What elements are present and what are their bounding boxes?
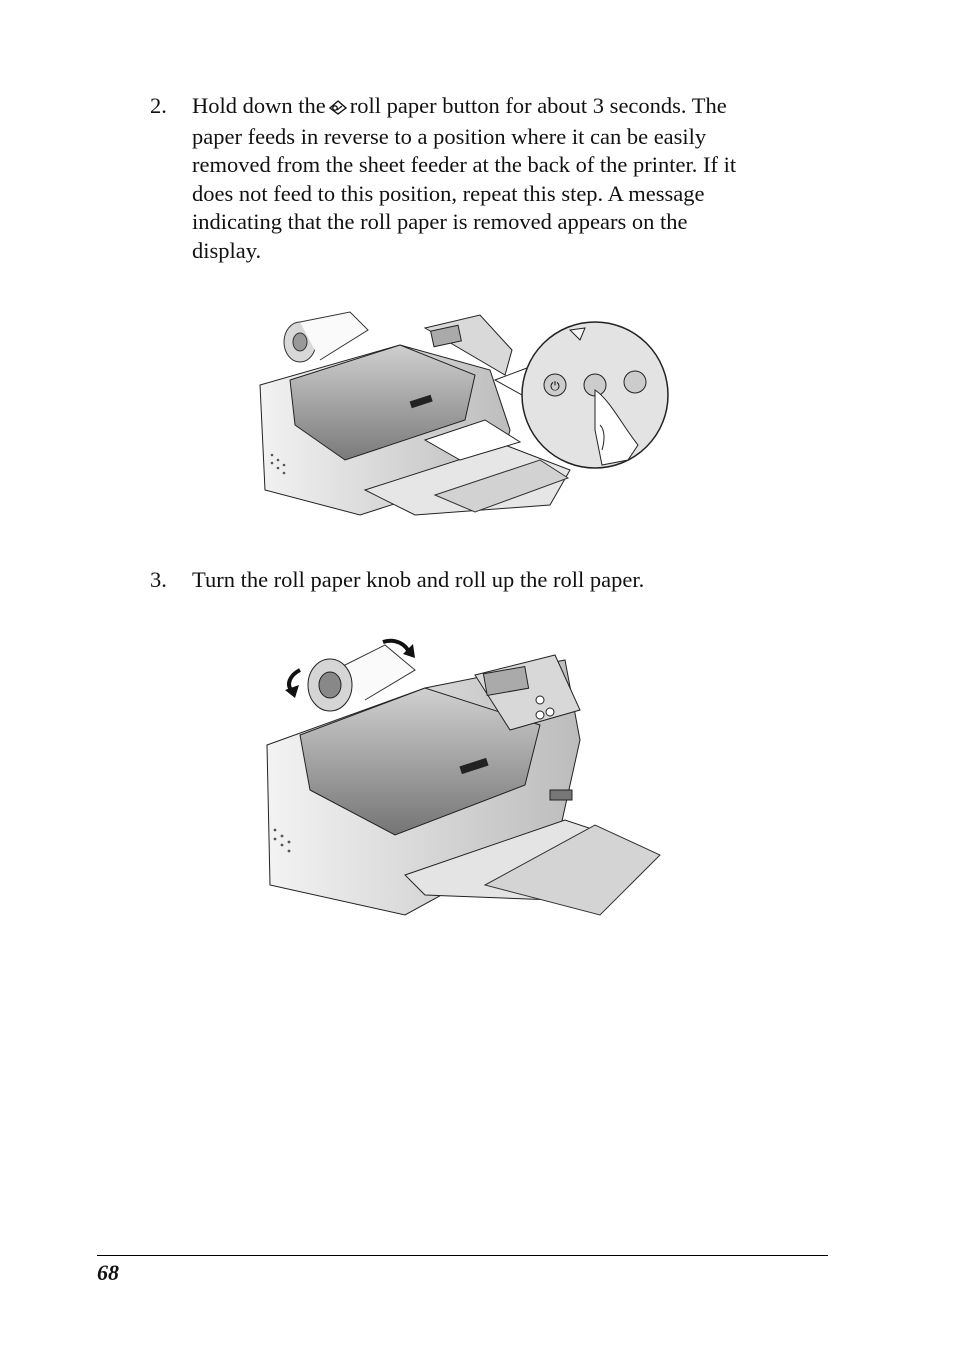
svg-text:⏻: ⏻ — [550, 379, 560, 393]
step-number: 2. — [150, 93, 167, 118]
step-number: 3. — [150, 567, 167, 592]
step-text: Turn the roll paper knob and roll up the… — [192, 567, 645, 592]
step-line: removed from the sheet feeder at the bac… — [192, 152, 737, 177]
printer-roll-knob-illustration — [255, 630, 675, 925]
footer-rule — [97, 1255, 828, 1256]
step-line: display. — [192, 237, 262, 263]
page-number: 68 — [97, 1260, 119, 1285]
step-line: does not feed to this position, repeat t… — [192, 180, 705, 206]
step-line: Hold down the roll paper button for about… — [192, 92, 832, 123]
step-line: paper feeds in reverse to a position whe… — [192, 123, 707, 149]
step-line: indicating that the roll paper is remove… — [192, 209, 688, 234]
roll-paper-icon — [328, 94, 348, 123]
step-text: Hold down the roll paper button for about… — [192, 92, 832, 265]
line-text-before-icon: Hold down the — [192, 93, 326, 118]
printer-with-button-closeup-illustration: ⏻ — [250, 300, 680, 530]
line-text-after-icon: roll paper button for about 3 seconds. T… — [349, 93, 727, 118]
